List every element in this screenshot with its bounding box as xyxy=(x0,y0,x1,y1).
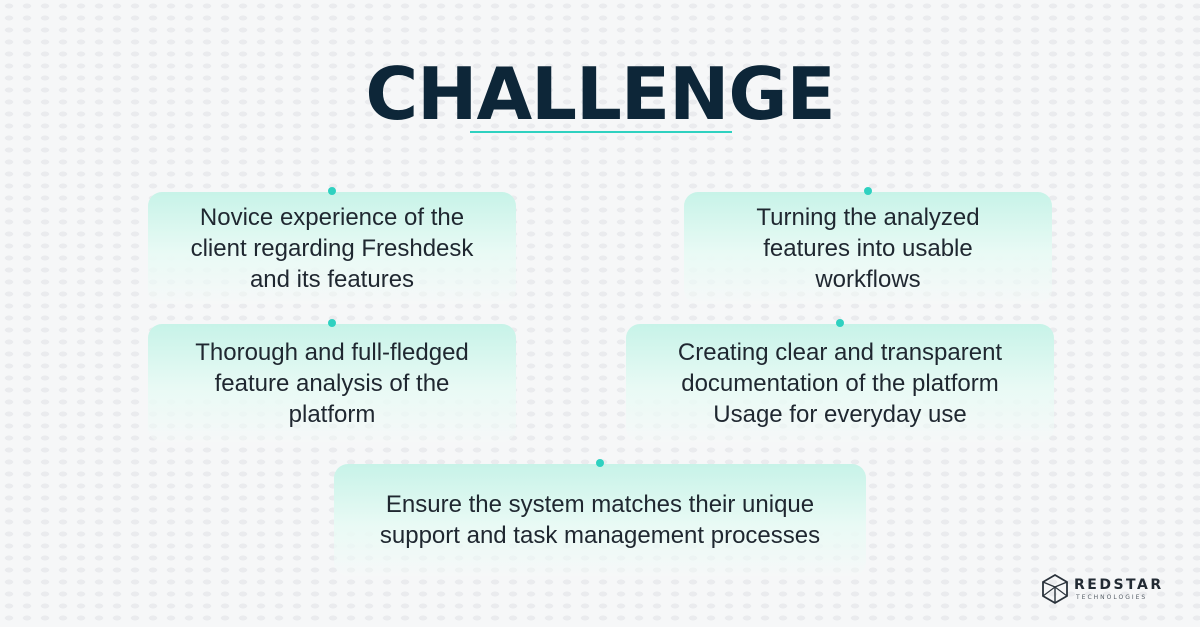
challenge-card-3: Thorough and full-fledged feature analys… xyxy=(148,319,516,442)
challenge-card-4: Creating clear and transparent documenta… xyxy=(626,319,1054,442)
challenge-card-1: Novice experience of the client regardin… xyxy=(148,187,516,304)
card-dot xyxy=(864,187,872,195)
card-text: Thorough and full-fledged feature analys… xyxy=(195,338,469,428)
card-dot xyxy=(328,319,336,327)
polyhedron-icon xyxy=(1042,573,1068,605)
card-dot xyxy=(596,459,604,467)
card-text: Ensure the system matches their unique s… xyxy=(379,491,821,549)
card-text: Creating clear and transparent documenta… xyxy=(677,338,1003,428)
challenge-card-2: Turning the analyzed features into usabl… xyxy=(684,187,1052,304)
logo-wordmark: REDSTAR xyxy=(1074,577,1164,593)
logo-subtitle: TECHNOLOGIES xyxy=(1076,594,1148,601)
redstar-logo: REDSTAR TECHNOLOGIES xyxy=(1040,573,1161,605)
title-underline xyxy=(470,131,732,133)
card-dot xyxy=(836,319,844,327)
card-text: Novice experience of the client regardin… xyxy=(190,203,474,293)
card-text: Turning the analyzed features into usabl… xyxy=(756,203,980,293)
page-title: CHALLENGE xyxy=(365,52,835,136)
card-dot xyxy=(328,187,336,195)
challenge-card-5: Ensure the system matches their unique s… xyxy=(334,459,866,576)
